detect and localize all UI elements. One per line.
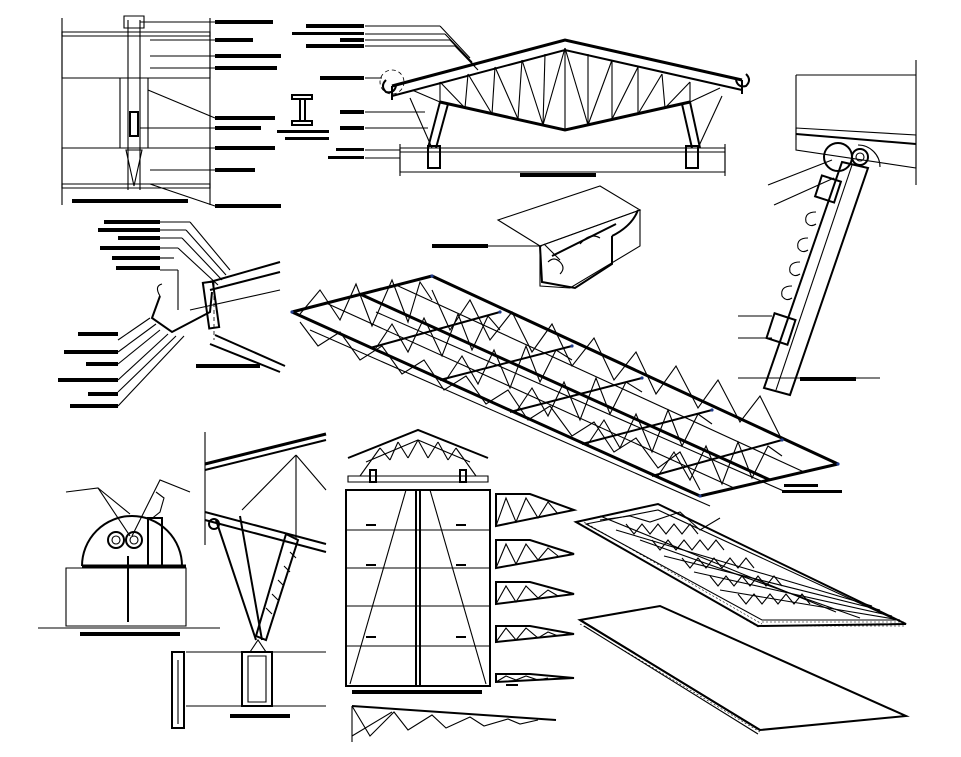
anchor-base-detail bbox=[38, 480, 220, 636]
roof-sheeting-isometric bbox=[580, 606, 906, 734]
wall-section-detail bbox=[62, 16, 281, 208]
roof-truss-isometric bbox=[290, 274, 842, 506]
truss-elevation bbox=[277, 24, 749, 177]
roof-plan-and-elevation bbox=[346, 430, 490, 694]
column-bearing-detail bbox=[738, 60, 916, 395]
eave-gutter-section bbox=[58, 220, 285, 408]
truss-variants bbox=[352, 494, 574, 742]
strut-connection-detail bbox=[172, 432, 326, 728]
gutter-isometric bbox=[432, 186, 640, 288]
roof-structure-isometric bbox=[576, 504, 906, 628]
